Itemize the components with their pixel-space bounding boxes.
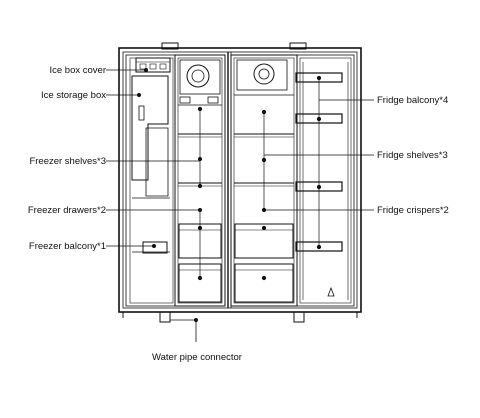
label-fridge-balcony: Fridge balcony*4	[377, 95, 449, 106]
cabinet	[118, 42, 362, 323]
label-water-pipe-connector: Water pipe connector	[152, 352, 242, 363]
fridge-door	[295, 54, 355, 307]
label-fridge-shelves: Fridge shelves*3	[377, 150, 448, 161]
freezer-compartment	[125, 54, 176, 307]
fridge-interior	[230, 54, 298, 307]
label-fridge-crispers: Fridge crispers*2	[377, 205, 449, 216]
label-freezer-balcony: Freezer balcony*1	[28, 241, 106, 252]
right-callouts	[264, 99, 374, 211]
label-freezer-shelves: Freezer shelves*3	[29, 156, 106, 167]
label-freezer-drawers: Freezer drawers*2	[27, 205, 106, 216]
water-pipe-connector-callout	[170, 317, 198, 342]
label-ice-storage-box: Ice storage box	[41, 90, 106, 101]
left-callouts	[106, 68, 202, 278]
label-ice-box-cover: Ice box cover	[49, 65, 107, 76]
